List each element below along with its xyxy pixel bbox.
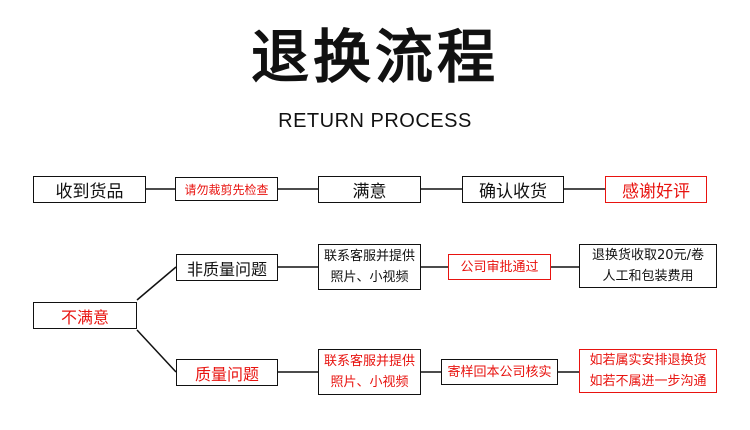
category-quality-issue: 质量问题 [176, 359, 278, 386]
connector-unsatisfied-to-nonquality [136, 266, 177, 301]
step-contact-service-non-quality: 联系客服并提供 照片、小视频 [318, 244, 421, 290]
step-satisfied: 满意 [318, 176, 421, 203]
step-thanks-review: 感谢好评 [605, 176, 707, 203]
category-non-quality-issue: 非质量问题 [176, 254, 278, 281]
result-exchange-or-negotiate: 如若属实安排退换货 如若不属进一步沟通 [579, 349, 717, 393]
step-goods-received: 收到货品 [33, 176, 146, 203]
step-send-sample-verify: 寄样回本公司核实 [441, 359, 558, 385]
connector-unsatisfied-to-quality [136, 329, 177, 373]
step-company-approval: 公司审批通过 [448, 254, 551, 280]
page-title: 退换流程 [250, 23, 499, 91]
step-contact-service-quality: 联系客服并提供 照片、小视频 [318, 349, 421, 395]
step-check-before-cutting: 请勿裁剪先检查 [175, 177, 278, 201]
step-confirm-receipt: 确认收货 [462, 176, 564, 203]
page-subtitle: RETURN PROCESS [278, 110, 472, 132]
result-return-fee: 退换货收取20元/卷 人工和包装费用 [579, 244, 717, 288]
step-unsatisfied: 不满意 [33, 302, 137, 329]
